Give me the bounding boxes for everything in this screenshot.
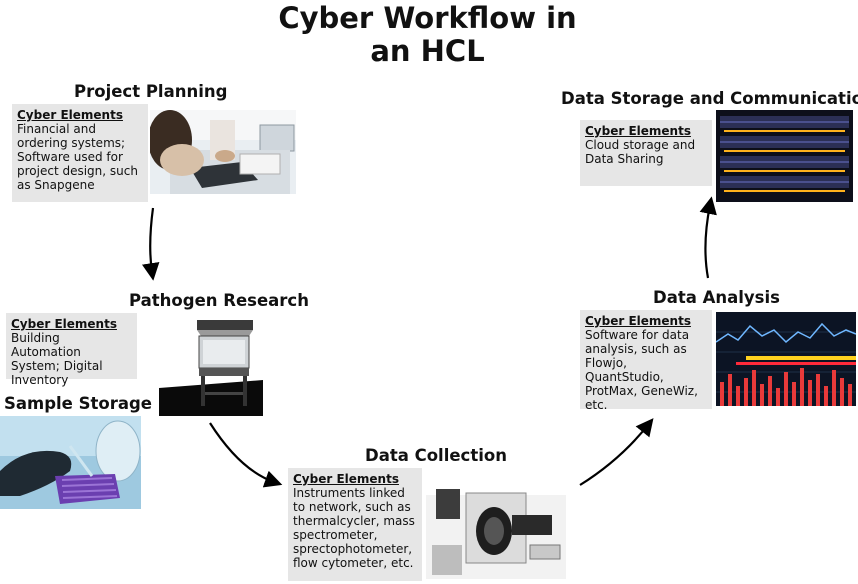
arrow-collection-to-analysis bbox=[579, 418, 654, 486]
diagram-title: Cyber Workflow in an HCL bbox=[250, 2, 605, 68]
data-collection-title: Data Collection bbox=[365, 446, 507, 465]
data-storage-title: Data Storage and Communications bbox=[561, 89, 858, 108]
arrow-analysis-to-storage bbox=[699, 196, 717, 279]
pathogen-research-cyber-heading: Cyber Elements bbox=[11, 317, 117, 331]
data-storage-cyber-description: Cloud storage and Data Sharing bbox=[585, 138, 696, 166]
data-analysis-cyber-box: Cyber Elements Software for data analysi… bbox=[580, 310, 712, 412]
project-planning-cyber-box: Cyber Elements Financial and ordering sy… bbox=[12, 104, 148, 202]
project-planning-cyber-heading: Cyber Elements bbox=[17, 108, 123, 122]
data-storage-cyber-heading: Cyber Elements bbox=[585, 124, 691, 138]
project-planning-photo bbox=[150, 110, 296, 194]
arrow-research-to-collection bbox=[209, 422, 283, 488]
project-planning-cyber-description: Financial and ordering systems; Software… bbox=[17, 122, 138, 192]
data-analysis-photo bbox=[716, 312, 856, 406]
data-storage-cyber-box: Cyber Elements Cloud storage and Data Sh… bbox=[580, 120, 712, 186]
pathogen-research-cyber-description: Building Automation System; Digital Inve… bbox=[11, 331, 103, 387]
title-line-2: an HCL bbox=[370, 34, 485, 68]
data-analysis-title: Data Analysis bbox=[653, 288, 780, 307]
arrow-planning-to-research bbox=[142, 207, 160, 281]
data-collection-cyber-heading: Cyber Elements bbox=[293, 472, 399, 486]
title-line-1: Cyber Workflow in bbox=[278, 1, 577, 35]
data-collection-cyber-box: Cyber Elements Instruments linked to net… bbox=[288, 468, 422, 581]
lab-instrument-photo bbox=[426, 475, 566, 579]
data-analysis-cyber-description: Software for data analysis, such as Flow… bbox=[585, 328, 698, 412]
pathogen-research-title: Pathogen Research bbox=[129, 291, 309, 310]
project-planning-title: Project Planning bbox=[74, 82, 228, 101]
sample-storage-photo bbox=[0, 416, 141, 509]
server-rack-photo bbox=[716, 110, 853, 202]
data-collection-cyber-description: Instruments linked to network, such as t… bbox=[293, 486, 415, 570]
data-analysis-cyber-heading: Cyber Elements bbox=[585, 314, 691, 328]
sample-storage-title: Sample Storage bbox=[4, 394, 152, 413]
pathogen-research-cyber-box: Cyber Elements Building Automation Syste… bbox=[6, 313, 137, 387]
biosafety-cabinet-photo bbox=[159, 316, 263, 416]
